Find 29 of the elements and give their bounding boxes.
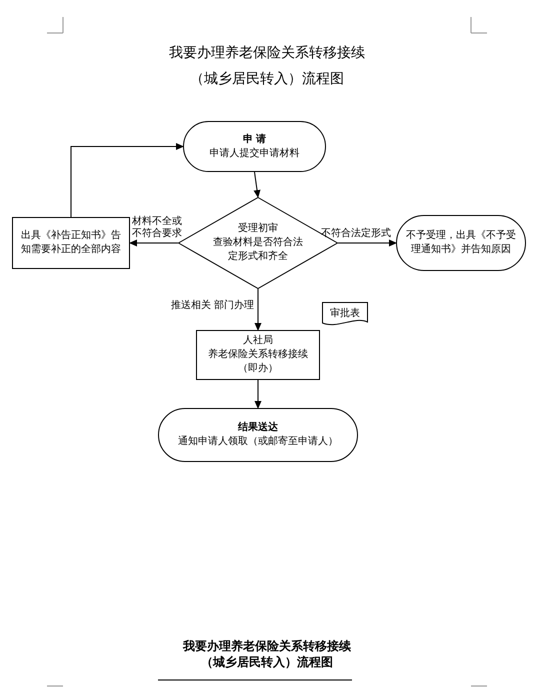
process-box (196, 330, 320, 380)
edge-label: 推送相关 部门办理 (170, 300, 254, 312)
node-text: 出具《补告正知书》告知需要补正的全部内容 (20, 229, 122, 257)
end-terminal (396, 215, 526, 271)
arrow (254, 380, 262, 409)
edge-label: 不符合法定形式 (320, 228, 392, 240)
node-text: 人社局 (243, 334, 273, 348)
node-text: 不予受理，出具《不予受理通知书》并告知原因 (405, 229, 517, 257)
node-text: 审批表 (330, 307, 360, 321)
title: 我要办理养老保险关系转移接续（城乡居民转入）流程图 (168, 44, 366, 89)
arrow (70, 143, 184, 218)
edge-label: 材料不全或不符合要求 (131, 216, 183, 240)
process-box (12, 217, 130, 269)
node-text: （即办） (238, 362, 278, 376)
arrow (254, 172, 260, 198)
arrow (338, 240, 397, 246)
node-text: 受理初审 (238, 222, 278, 236)
node-text: 申 请 (242, 132, 266, 146)
caption: 我要办理养老保险关系转移接续（城乡居民转入）流程图 (182, 638, 352, 670)
arrow (254, 288, 262, 331)
start-terminal (183, 121, 326, 172)
end-terminal (158, 408, 358, 462)
node-text: 结果送达 (238, 421, 278, 435)
node-text: 查验材料是否符合法定形式和齐全 (212, 236, 304, 264)
node-text: 养老保险关系转移接续 (208, 348, 308, 362)
node-text: 申请人提交申请材料 (210, 146, 300, 160)
node-text: 通知申请人领取（或邮寄至申请人） (178, 435, 338, 449)
document-shape (322, 302, 368, 326)
arrow (129, 240, 178, 246)
